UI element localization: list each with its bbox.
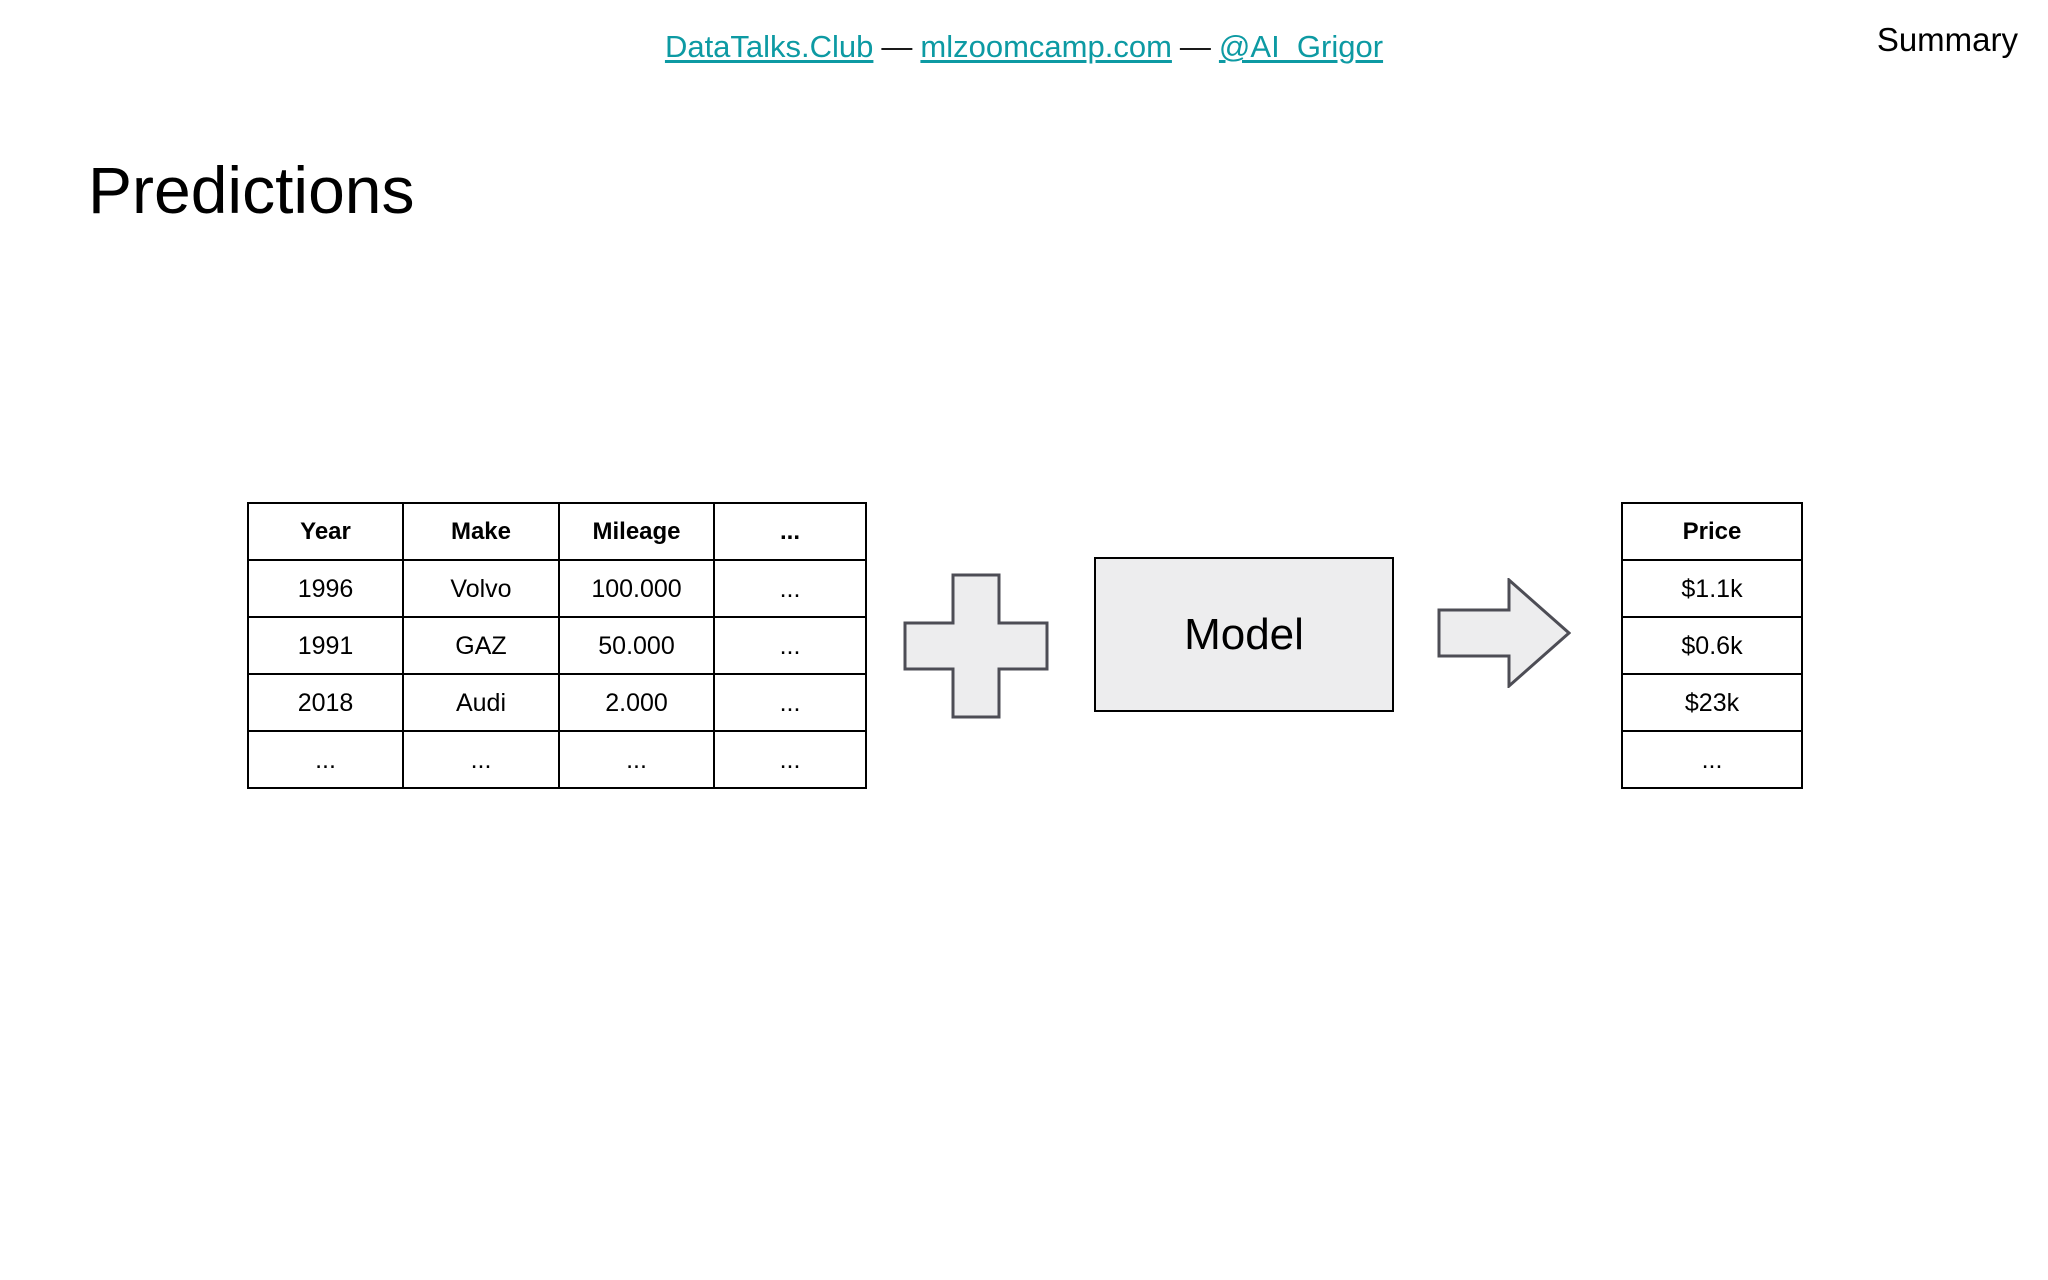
cell-price: $1.1k	[1621, 559, 1803, 618]
cell-make: Audi	[402, 673, 560, 732]
column-header-more: ...	[713, 502, 867, 561]
cell-mileage: 2.000	[558, 673, 715, 732]
column-header-make: Make	[402, 502, 560, 561]
column-header-price: Price	[1621, 502, 1803, 561]
section-label-summary: Summary	[1876, 21, 2018, 58]
cell-year: 1991	[247, 616, 404, 675]
table-header-row: Year Make Mileage ...	[247, 502, 867, 561]
header-separator-2: —	[1179, 29, 1211, 64]
cell-mileage: ...	[558, 730, 715, 789]
right-arrow-icon	[1437, 578, 1571, 688]
table-row: $0.6k	[1621, 616, 1803, 675]
cell-more: ...	[713, 673, 867, 732]
table-row: ...	[1621, 730, 1803, 789]
table-row: 1996 Volvo 100.000 ...	[247, 559, 867, 618]
datatalks-club-link[interactable]: DataTalks.Club	[664, 29, 874, 64]
table-row: $23k	[1621, 673, 1803, 732]
cell-year: 1996	[247, 559, 404, 618]
header-separator-1: —	[881, 29, 913, 64]
cell-price: $0.6k	[1621, 616, 1803, 675]
ai-grigor-link[interactable]: @AI_Grigor	[1218, 29, 1384, 64]
cell-more: ...	[713, 616, 867, 675]
cell-make: Volvo	[402, 559, 560, 618]
features-table: Year Make Mileage ... 1996 Volvo 100.000…	[247, 502, 867, 789]
cell-make: ...	[402, 730, 560, 789]
page-title: Predictions	[88, 153, 415, 228]
plus-icon	[903, 573, 1049, 719]
table-row: 2018 Audi 2.000 ...	[247, 673, 867, 732]
table-row: $1.1k	[1621, 559, 1803, 618]
cell-mileage: 100.000	[558, 559, 715, 618]
cell-year: 2018	[247, 673, 404, 732]
cell-price: $23k	[1621, 673, 1803, 732]
column-header-year: Year	[247, 502, 404, 561]
cell-price: ...	[1621, 730, 1803, 789]
cell-make: GAZ	[402, 616, 560, 675]
table-row: 1991 GAZ 50.000 ...	[247, 616, 867, 675]
table-row: ... ... ... ...	[247, 730, 867, 789]
model-box: Model	[1094, 557, 1394, 712]
cell-year: ...	[247, 730, 404, 789]
price-table: Price $1.1k $0.6k $23k ...	[1621, 502, 1803, 789]
model-label: Model	[1184, 609, 1304, 659]
cell-more: ...	[713, 559, 867, 618]
column-header-mileage: Mileage	[558, 502, 715, 561]
cell-more: ...	[713, 730, 867, 789]
slide-header: DataTalks.Club—mlzoomcamp.com—@AI_Grigor	[0, 28, 2048, 66]
mlzoomcamp-link[interactable]: mlzoomcamp.com	[920, 29, 1172, 64]
table-header-row: Price	[1621, 502, 1803, 561]
cell-mileage: 50.000	[558, 616, 715, 675]
